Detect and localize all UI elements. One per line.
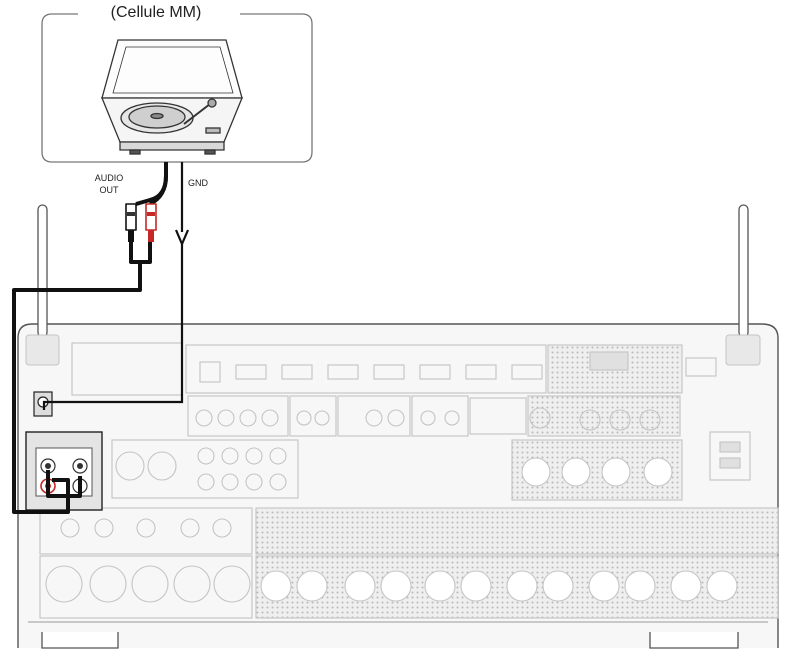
- gnd-label: GND: [188, 178, 208, 188]
- audio-out-label: AUDIO OUT: [94, 173, 124, 195]
- turntable-icon: [101, 39, 243, 155]
- audio-cable: [12, 162, 168, 514]
- ground-wire: [42, 162, 190, 410]
- receiver-port-details: [39, 342, 779, 619]
- phono-input-block: [25, 391, 103, 511]
- source-box-title: (Cellule MM): [110, 4, 202, 21]
- cable-connector-plugs: [127, 212, 155, 216]
- antenna-icon: [25, 204, 761, 366]
- source-device-box: [41, 13, 313, 163]
